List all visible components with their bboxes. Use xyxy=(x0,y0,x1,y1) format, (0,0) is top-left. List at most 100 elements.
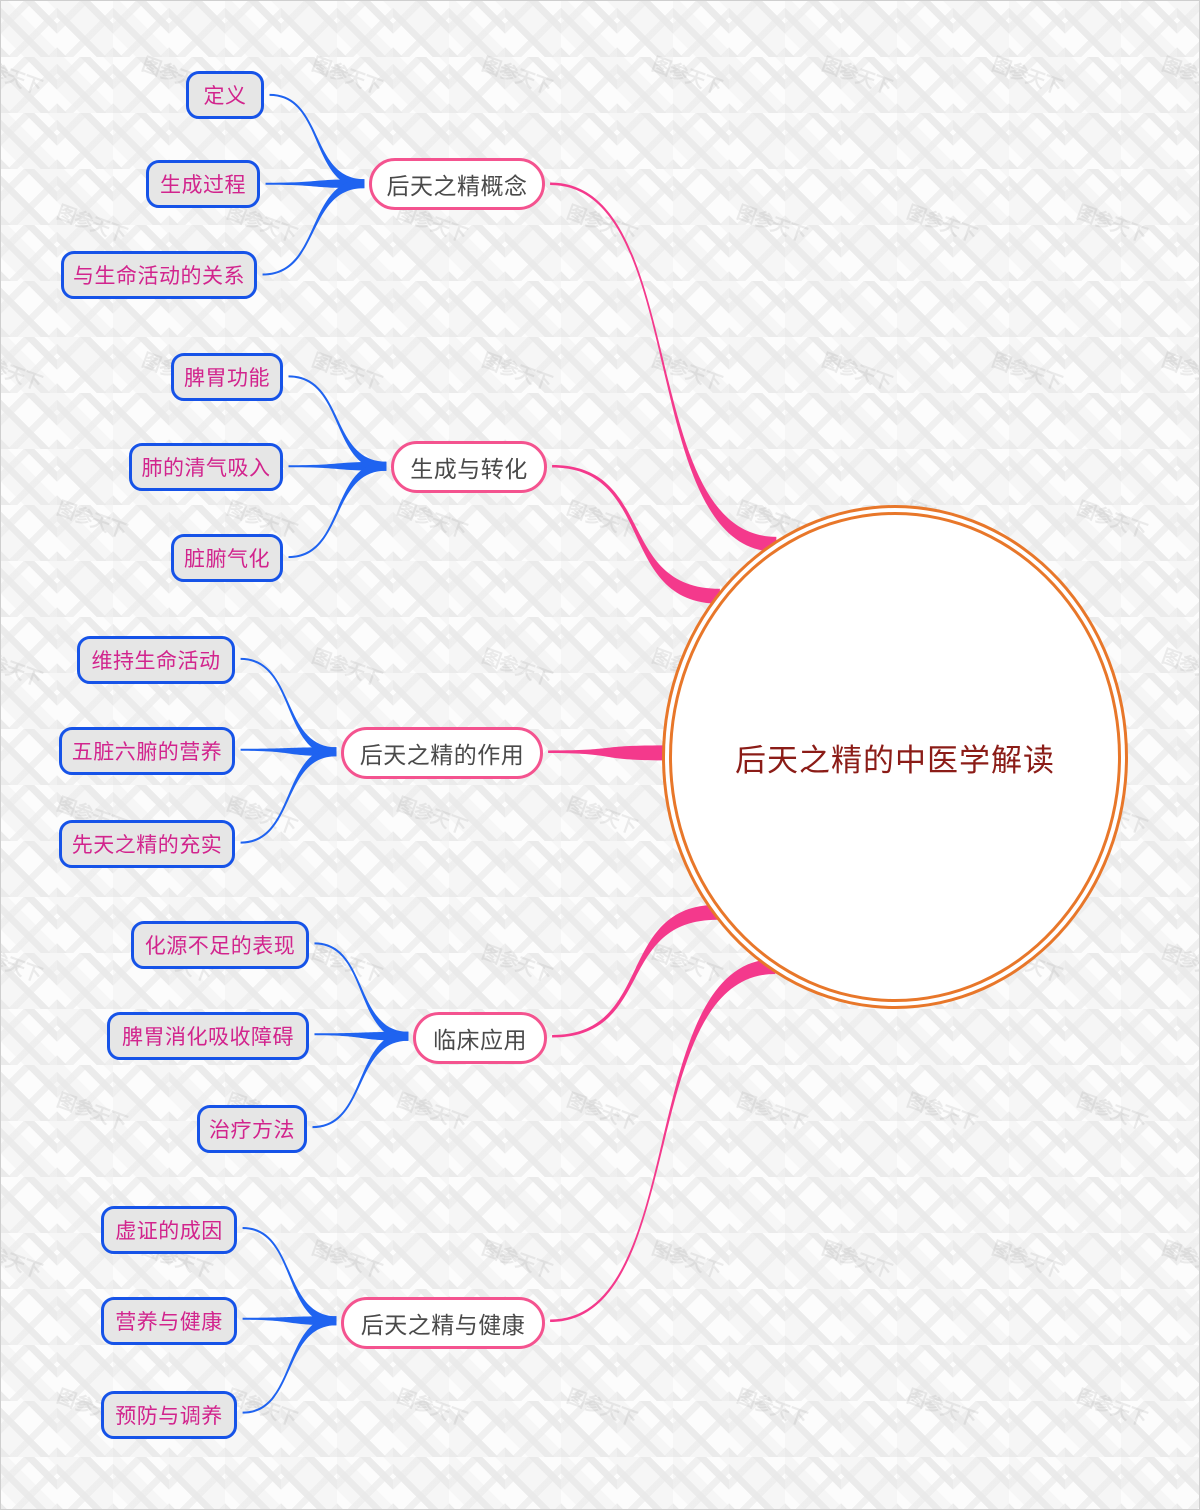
link-branch-4-to-leaf-2 xyxy=(314,1031,409,1041)
leaf-node-label: 定义 xyxy=(203,85,247,108)
leaf-node-label: 先天之精的充实 xyxy=(71,834,223,857)
watermark-text: 图参天下 xyxy=(648,350,724,395)
link-branch-3-to-leaf-2 xyxy=(240,747,337,757)
link-root-to-branch-2 xyxy=(552,464,720,604)
leaf-node-label: 营养与健康 xyxy=(115,1311,223,1334)
watermark-text: 图参天下 xyxy=(563,1090,639,1135)
watermark-text: 图参天下 xyxy=(1073,202,1149,247)
watermark-text: 图参天下 xyxy=(563,1386,639,1431)
link-branch-2-to-leaf-2 xyxy=(288,461,387,471)
link-branch-4-to-leaf-1 xyxy=(314,942,409,1041)
root-node-label: 后天之精的中医学解读 xyxy=(735,742,1055,778)
watermark-text: 图参天下 xyxy=(563,202,639,247)
leaf-node-2-3[interactable]: 脏腑气化 xyxy=(171,534,283,582)
leaf-node-2-2[interactable]: 肺的清气吸入 xyxy=(129,443,283,491)
link-root-to-branch-5 xyxy=(550,958,776,1323)
watermark-text: 图参天下 xyxy=(733,202,809,247)
watermark-text: 图参天下 xyxy=(0,350,44,395)
branch-node-4[interactable]: 临床应用 xyxy=(413,1012,547,1064)
leaf-node-3-2[interactable]: 五脏六腑的营养 xyxy=(59,727,235,775)
watermark-text: 图参天下 xyxy=(903,202,979,247)
leaf-node-label: 五脏六腑的营养 xyxy=(71,741,223,764)
link-branch-1-to-leaf-1 xyxy=(269,93,365,189)
leaf-node-3-3[interactable]: 先天之精的充实 xyxy=(59,820,235,868)
link-branch-3-to-leaf-1 xyxy=(240,657,337,757)
link-branch-2-to-leaf-3 xyxy=(288,461,387,559)
leaf-node-4-1[interactable]: 化源不足的表现 xyxy=(131,921,309,969)
branch-node-2[interactable]: 生成与转化 xyxy=(391,441,547,493)
branch-node-label: 后天之精与健康 xyxy=(360,1312,526,1338)
branch-node-label: 后天之精的作用 xyxy=(359,742,525,768)
leaf-node-5-1[interactable]: 虚证的成因 xyxy=(101,1206,237,1254)
watermark-text: 图参天下 xyxy=(53,1090,129,1135)
branch-node-3[interactable]: 后天之精的作用 xyxy=(341,727,543,779)
watermark-text: 图参天下 xyxy=(818,1238,894,1283)
watermark-text: 图参天下 xyxy=(733,1386,809,1431)
leaf-node-label: 脏腑气化 xyxy=(184,548,270,571)
link-branch-3-to-leaf-3 xyxy=(240,747,337,844)
leaf-node-label: 生成过程 xyxy=(160,174,246,197)
watermark-text: 图参天下 xyxy=(308,1238,384,1283)
link-branch-5-to-leaf-1 xyxy=(242,1226,337,1326)
watermark-text: 图参天下 xyxy=(223,794,299,839)
watermark-text: 图参天下 xyxy=(988,350,1064,395)
watermark-text: 图参天下 xyxy=(1158,54,1200,99)
watermark-text: 图参天下 xyxy=(563,498,639,543)
watermark-text: 图参天下 xyxy=(0,646,44,691)
link-root-to-branch-1 xyxy=(550,182,777,552)
watermark-text: 图参天下 xyxy=(393,1386,469,1431)
watermark-text: 图参天下 xyxy=(478,54,554,99)
leaf-node-label: 与生命活动的关系 xyxy=(73,265,245,288)
link-branch-1-to-leaf-3 xyxy=(262,179,365,276)
leaf-node-4-2[interactable]: 脾胃消化吸收障碍 xyxy=(107,1012,309,1060)
link-branch-4-to-leaf-3 xyxy=(312,1031,409,1129)
leaf-node-3-1[interactable]: 维持生命活动 xyxy=(77,636,235,684)
watermark-text: 图参天下 xyxy=(988,54,1064,99)
root-node[interactable]: 后天之精的中医学解读 xyxy=(669,512,1121,1002)
watermark-text: 图参天下 xyxy=(1073,1386,1149,1431)
watermark-text: 图参天下 xyxy=(988,1238,1064,1283)
leaf-node-label: 脾胃消化吸收障碍 xyxy=(122,1026,294,1049)
branch-node-label: 生成与转化 xyxy=(410,456,528,482)
link-branch-2-to-leaf-1 xyxy=(288,375,387,471)
leaf-node-4-3[interactable]: 治疗方法 xyxy=(197,1105,307,1153)
leaf-node-1-2[interactable]: 生成过程 xyxy=(146,160,260,208)
link-root-to-branch-3 xyxy=(548,745,666,761)
watermark-text: 图参天下 xyxy=(1073,498,1149,543)
watermark-text: 图参天下 xyxy=(478,1238,554,1283)
watermark-text: 图参天下 xyxy=(478,942,554,987)
watermark-text: 图参天下 xyxy=(818,54,894,99)
watermark-text: 图参天下 xyxy=(53,202,129,247)
watermark-text: 图参天下 xyxy=(648,942,724,987)
watermark-text: 图参天下 xyxy=(648,54,724,99)
watermark-text: 图参天下 xyxy=(0,54,44,99)
branch-node-5[interactable]: 后天之精与健康 xyxy=(341,1297,545,1349)
watermark-text: 图参天下 xyxy=(393,1090,469,1135)
leaf-node-1-3[interactable]: 与生命活动的关系 xyxy=(61,251,257,299)
watermark-text: 图参天下 xyxy=(393,794,469,839)
leaf-node-5-2[interactable]: 营养与健康 xyxy=(101,1297,237,1345)
leaf-node-2-1[interactable]: 脾胃功能 xyxy=(171,353,283,401)
link-branch-5-to-leaf-2 xyxy=(242,1316,337,1326)
leaf-node-label: 脾胃功能 xyxy=(184,367,270,390)
watermark-text: 图参天下 xyxy=(648,1238,724,1283)
watermark-text: 图参天下 xyxy=(818,350,894,395)
leaf-node-label: 治疗方法 xyxy=(209,1119,295,1142)
watermark-text: 图参天下 xyxy=(393,498,469,543)
leaf-node-label: 预防与调养 xyxy=(115,1405,223,1428)
watermark-text: 图参天下 xyxy=(903,1386,979,1431)
leaf-node-5-3[interactable]: 预防与调养 xyxy=(101,1391,237,1439)
branch-node-1[interactable]: 后天之精概念 xyxy=(369,158,545,210)
watermark-text: 图参天下 xyxy=(308,646,384,691)
watermark-text: 图参天下 xyxy=(563,794,639,839)
watermark-text: 图参天下 xyxy=(308,54,384,99)
leaf-node-1-1[interactable]: 定义 xyxy=(186,71,264,119)
watermark-text: 图参天下 xyxy=(1158,942,1200,987)
watermark-text: 图参天下 xyxy=(478,350,554,395)
leaf-node-label: 肺的清气吸入 xyxy=(141,457,271,480)
watermark-text: 图参天下 xyxy=(308,942,384,987)
watermark-text: 图参天下 xyxy=(478,646,554,691)
watermark-text: 图参天下 xyxy=(1073,1090,1149,1135)
link-root-to-branch-4 xyxy=(552,904,718,1038)
watermark-text: 图参天下 xyxy=(1158,646,1200,691)
